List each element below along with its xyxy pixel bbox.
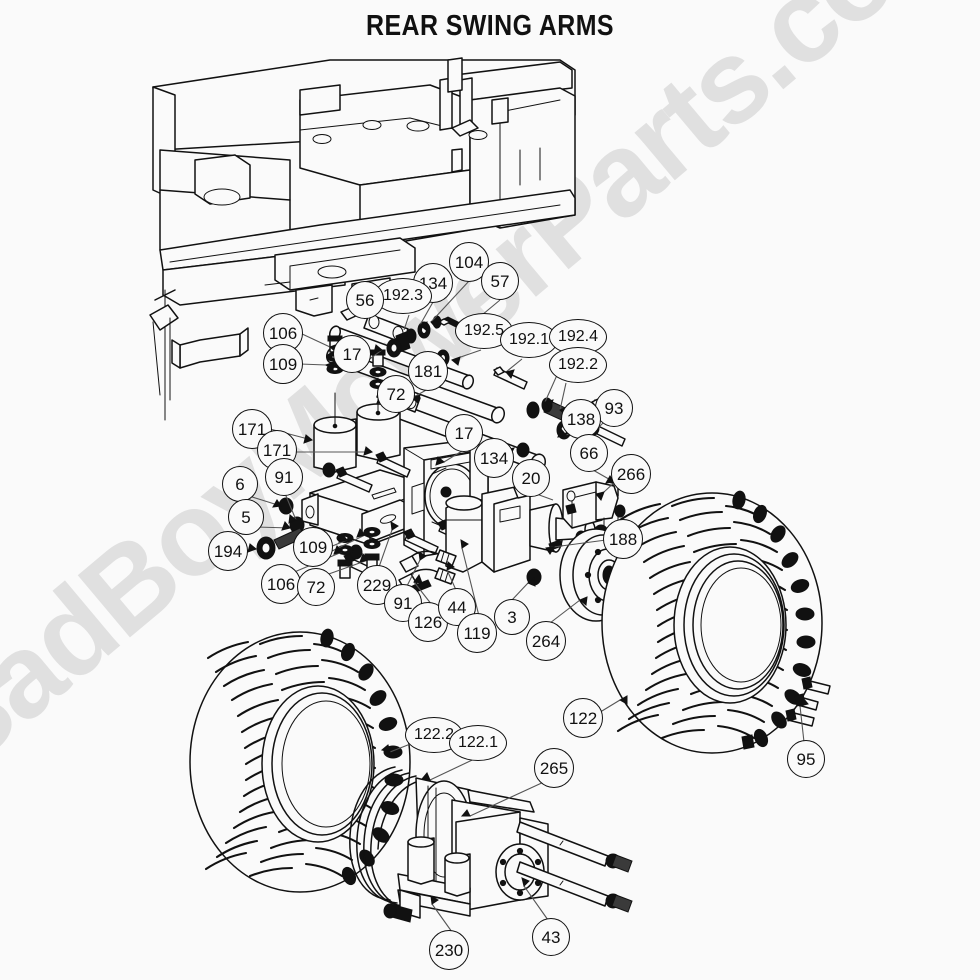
callout-6[interactable]: 6 <box>222 466 258 502</box>
callout-95[interactable]: 95 <box>787 740 825 778</box>
callout-label: 109 <box>268 354 298 374</box>
nut-134b <box>516 442 530 458</box>
callout-label: 181 <box>413 361 443 381</box>
callout-label: 109 <box>298 537 328 557</box>
callout-label: 106 <box>266 574 296 594</box>
callout-17[interactable]: 17 <box>333 335 371 373</box>
callout-label: 43 <box>541 927 561 947</box>
callout-label: 72 <box>306 577 326 597</box>
callout-label: 57 <box>490 271 510 291</box>
callout-91[interactable]: 91 <box>265 458 303 496</box>
callout-265[interactable]: 265 <box>534 748 574 788</box>
callout-192.2[interactable]: 192.2 <box>549 347 607 383</box>
callout-72[interactable]: 72 <box>377 375 415 413</box>
callout-label: 66 <box>579 443 599 463</box>
callout-label: 126 <box>413 612 443 632</box>
rear-wheel-right <box>601 490 831 754</box>
transaxle-dampers <box>407 836 471 897</box>
callout-label: 119 <box>463 623 491 643</box>
callout-194[interactable]: 194 <box>208 531 248 571</box>
callout-label: 192.2 <box>557 356 599 373</box>
callout-label: 188 <box>608 529 638 549</box>
callout-57[interactable]: 57 <box>481 262 519 300</box>
control-rods <box>516 821 633 913</box>
callout-122.1[interactable]: 122.1 <box>449 725 507 761</box>
callout-5[interactable]: 5 <box>228 499 264 535</box>
callout-181[interactable]: 181 <box>408 351 448 391</box>
hose-elbow-upper <box>399 549 457 573</box>
callout-266[interactable]: 266 <box>611 454 651 494</box>
callout-17[interactable]: 17 <box>445 414 483 452</box>
callout-138[interactable]: 138 <box>561 399 601 439</box>
callout-label: 229 <box>362 575 392 595</box>
damper-171a <box>313 335 357 473</box>
callout-label: 20 <box>521 468 541 488</box>
callout-93[interactable]: 93 <box>595 389 633 427</box>
callout-label: 95 <box>796 749 816 769</box>
spring-damper-group <box>313 335 401 473</box>
callout-label: 104 <box>454 252 484 272</box>
callout-229[interactable]: 229 <box>357 565 397 605</box>
callout-label: 264 <box>531 631 561 651</box>
callout-91[interactable]: 91 <box>384 584 422 622</box>
swing-arm-bracket-group <box>256 439 489 579</box>
callout-230[interactable]: 230 <box>429 930 469 970</box>
callout-label: 194 <box>213 541 243 561</box>
callout-label: 230 <box>434 940 464 960</box>
callout-label: 171 <box>262 440 292 460</box>
callout-label: 266 <box>616 464 646 484</box>
callout-43[interactable]: 43 <box>532 918 570 956</box>
callout-192.1[interactable]: 192.1 <box>500 322 558 358</box>
bolt-192-1 <box>493 366 528 390</box>
transaxle-assembly-group <box>349 766 633 923</box>
mower-frame-group <box>149 57 576 421</box>
callout-109[interactable]: 109 <box>263 344 303 384</box>
rear-wheel-left <box>189 628 411 893</box>
callout-label: 134 <box>479 448 509 468</box>
tire-shoulder-lugs-right <box>732 490 816 748</box>
callout-188[interactable]: 188 <box>603 519 643 559</box>
callout-label: 91 <box>274 467 294 487</box>
callout-label: 192.5 <box>463 322 505 339</box>
callout-label: 138 <box>566 409 596 429</box>
callout-label: 192.4 <box>557 328 599 345</box>
callout-label: 122.2 <box>413 726 455 743</box>
callout-label: 122 <box>568 708 598 728</box>
callout-20[interactable]: 20 <box>512 459 550 497</box>
callout-label: 56 <box>355 290 375 310</box>
callout-label: 44 <box>447 597 467 617</box>
callout-label: 91 <box>393 593 413 613</box>
callout-label: 171 <box>237 419 267 439</box>
bushing-17a <box>386 338 402 358</box>
callout-label: 5 <box>241 507 251 527</box>
callout-label: 192.3 <box>382 287 424 304</box>
callout-66[interactable]: 66 <box>570 434 608 472</box>
callout-label: 6 <box>235 474 245 494</box>
callout-56[interactable]: 56 <box>346 281 384 319</box>
callout-119[interactable]: 119 <box>457 613 497 653</box>
callout-122[interactable]: 122 <box>563 698 603 738</box>
washer-stack-right <box>363 527 381 571</box>
callout-label: 3 <box>507 607 517 627</box>
callout-label: 93 <box>604 398 624 418</box>
page-title: REAR SWING ARMS <box>365 10 615 42</box>
callout-109[interactable]: 109 <box>293 527 333 567</box>
callout-106[interactable]: 106 <box>261 564 301 604</box>
callout-label: 192.1 <box>508 331 550 348</box>
callout-134[interactable]: 134 <box>474 438 514 478</box>
callout-label: 106 <box>268 323 298 343</box>
callout-44[interactable]: 44 <box>438 588 476 626</box>
callout-label: 72 <box>386 384 406 404</box>
callout-72[interactable]: 72 <box>297 568 335 606</box>
callout-label: 265 <box>539 758 569 778</box>
callout-3[interactable]: 3 <box>494 599 530 635</box>
callout-264[interactable]: 264 <box>526 621 566 661</box>
callout-label: 122.1 <box>457 734 499 751</box>
callout-192.3[interactable]: 192.3 <box>374 278 432 314</box>
callout-label: 17 <box>342 344 362 364</box>
callout-label: 17 <box>454 423 474 443</box>
